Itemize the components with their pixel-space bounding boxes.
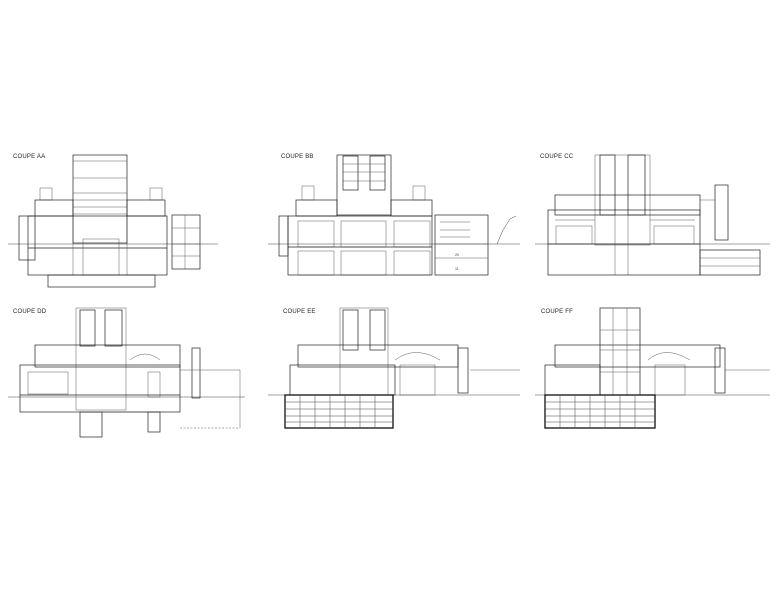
section-label: COUPE CC: [540, 154, 574, 160]
section-cc: COUPE CC: [535, 154, 770, 276]
section-aa: COUPE AA: [8, 154, 218, 288]
basement-grid: [284, 394, 394, 429]
section-label: COUPE AA: [13, 154, 45, 160]
room-number: 20: [455, 253, 459, 257]
section-label: COUPE BB: [281, 154, 314, 160]
section-ee: COUPE EE: [268, 307, 520, 429]
section-ff: COUPE FF: [535, 307, 770, 429]
section-label: COUPE FF: [541, 309, 573, 315]
section-label: COUPE DD: [13, 309, 47, 315]
room-number: 11: [455, 267, 459, 271]
section-label: COUPE EE: [283, 309, 316, 315]
section-dd: COUPE DD: [8, 307, 245, 438]
section-bb: COUPE BB 20 11: [268, 154, 520, 276]
basement-grid: [544, 394, 656, 429]
